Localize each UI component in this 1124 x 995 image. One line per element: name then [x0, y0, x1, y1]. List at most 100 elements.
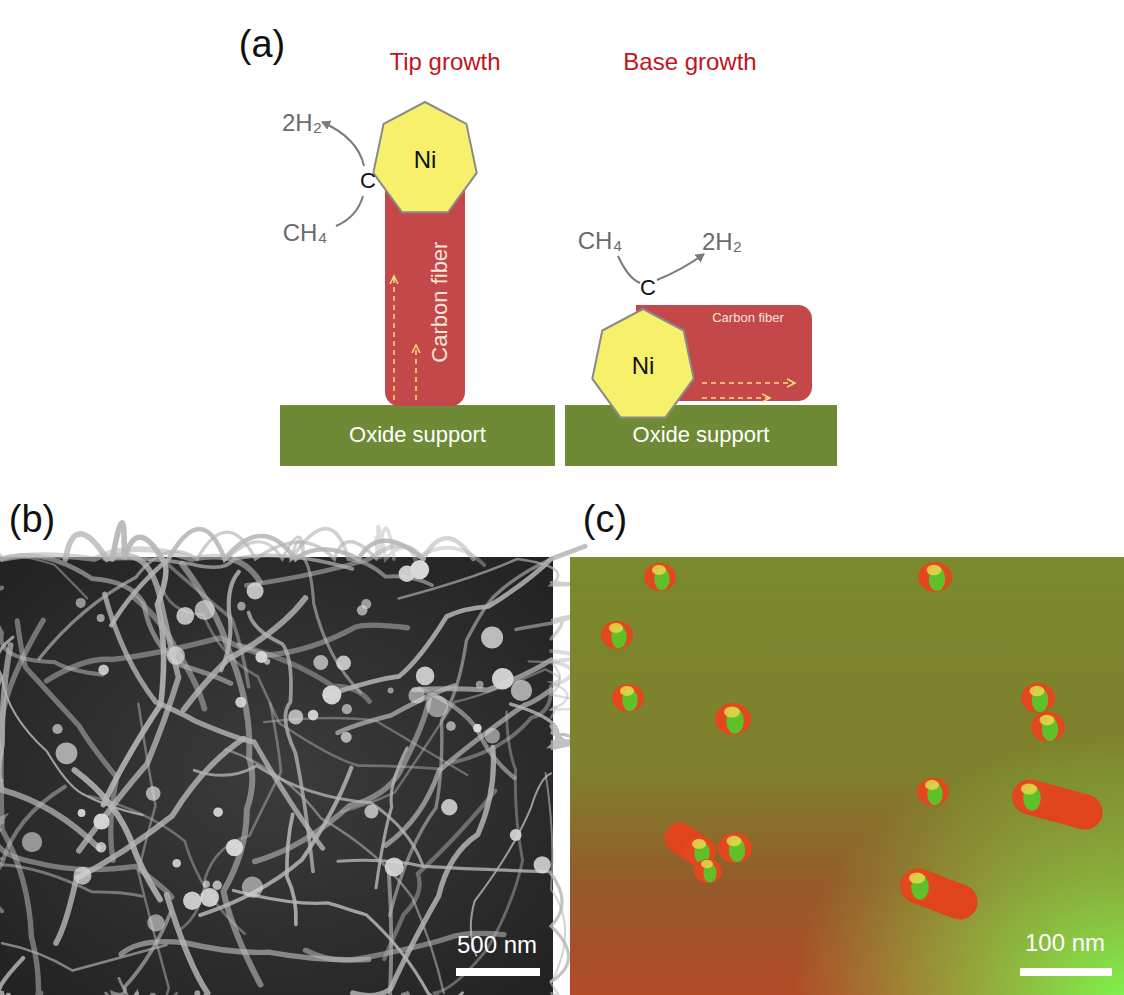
ni-particle: [446, 721, 456, 731]
carbon-fiber-strand: [0, 637, 13, 780]
carbon-fiber-strand: [376, 527, 484, 566]
ni-particle: [167, 647, 185, 665]
ni-particle: [441, 799, 457, 815]
ni-particle: [172, 859, 181, 868]
ni-particle-shell: [612, 684, 644, 712]
ni-particle: [98, 664, 109, 675]
ni-particle-highlight: [701, 860, 713, 868]
ni-particle-highlight: [1040, 715, 1055, 726]
ni-particle-highlight: [1030, 686, 1045, 697]
chemical-formula: 2H₂: [702, 229, 742, 255]
carbon-fiber-strand: [2, 943, 167, 970]
ni-particle-highlight: [1021, 783, 1037, 794]
ni-particle-shell: [601, 621, 633, 649]
ni-particle: [288, 709, 303, 724]
ni-particle: [492, 668, 514, 690]
sem-fibers: [0, 523, 589, 995]
carbon-fiber-strand: [326, 546, 586, 696]
panel-letter: (c): [583, 499, 627, 541]
ni-particle: [242, 877, 263, 898]
ni-particle: [342, 704, 352, 714]
ni-particle-highlight: [909, 872, 925, 883]
oxide-support: Oxide support: [565, 405, 837, 466]
carbon-fiber-strand: [47, 625, 408, 681]
corner-glow: [570, 557, 1124, 995]
ni-particle: [416, 667, 435, 686]
ni-particle: [176, 607, 194, 625]
ni-particle: [476, 681, 484, 689]
ni-particle: [426, 695, 448, 717]
ni-particle: [74, 867, 92, 885]
carbon-fiber-strand: [89, 796, 245, 934]
ni-particle: [361, 599, 371, 609]
ni-particle: [200, 888, 219, 907]
scale-label: 500 nm: [457, 932, 537, 958]
ni-particle: [255, 651, 267, 663]
carbon-fiber-strand: [341, 669, 567, 812]
carbon-fiber-strand: [389, 872, 413, 995]
ni-particle: [22, 832, 42, 852]
carbon-fiber-strand: [200, 768, 351, 915]
ni-particle-highlight: [692, 839, 706, 849]
ni-particle: [235, 697, 246, 708]
ni-particle: [226, 839, 243, 856]
carbon-fiber-strand: [66, 534, 179, 851]
chemical-formula: CH₄: [578, 228, 622, 254]
carbon-fiber-strand: [376, 748, 407, 888]
ni-particle: [364, 805, 378, 819]
ni-particle: [247, 582, 264, 599]
ni-particle: Ni: [370, 93, 480, 219]
ni-particle: [481, 627, 503, 649]
ni-particle-highlight: [620, 686, 634, 696]
scale-label: 100 nm: [1025, 930, 1105, 956]
ni-particle: [308, 710, 319, 721]
chemical-formula: C: [360, 169, 376, 193]
ni-particle: [78, 809, 86, 817]
carbon-fiber-strand: [103, 523, 166, 805]
carbon-fiber-strand: [471, 773, 551, 955]
ni-particle-shell: [1012, 780, 1048, 812]
ni-particle: [213, 807, 223, 817]
carbon-fiber-strand: [0, 645, 99, 848]
ni-particle-highlight: [925, 780, 939, 790]
ni-particle: [96, 842, 106, 852]
panel-letter: (a): [239, 24, 285, 66]
ni-particle: [203, 881, 210, 888]
ni-particle: [410, 560, 429, 579]
carbon-fiber-strand: [0, 588, 103, 675]
chemical-formula: 2H₂: [282, 110, 322, 136]
carbon-fiber-strand: [0, 829, 142, 896]
carbon-fiber-strand: [0, 958, 23, 995]
carbon-fiber-strand: [184, 598, 306, 710]
heptagon: [373, 102, 476, 212]
carbon-fiber-strand: [164, 591, 443, 769]
ni-particle: Ni: [589, 300, 697, 424]
reaction-arrow: [322, 122, 364, 166]
carbon-fiber-strand: [2, 679, 143, 816]
scale-bar: [1020, 968, 1112, 976]
ni-particle: [313, 655, 328, 670]
ni-particle: [510, 829, 522, 841]
carbon-fiber-strand: [104, 555, 352, 568]
carbon-fiber-strand: [516, 614, 579, 638]
ni-particle-shell: [1021, 683, 1055, 713]
carbon-fiber-strand: [399, 559, 577, 598]
carbon-fiber-strand: [386, 690, 551, 846]
ni-particle: [213, 881, 222, 890]
ni-particle-highlight: [927, 565, 942, 576]
ni-particle: [147, 914, 164, 931]
ni-particle: [52, 724, 62, 734]
sem-image: [0, 557, 553, 995]
node-label: Carbon fiber: [712, 311, 784, 325]
ni-particle: [76, 598, 86, 608]
ni-particle: [97, 614, 105, 622]
ni-particle-shell: [644, 563, 676, 591]
carbon-fiber-strand: [74, 770, 160, 899]
panel-letter: (b): [9, 499, 55, 541]
ni-particle-shell: [918, 562, 952, 592]
chemical-formula: CH₄: [283, 220, 327, 246]
ni-particle: [336, 656, 351, 671]
carbon-fiber-strand: [234, 891, 463, 995]
ni-particle-shell: [715, 703, 751, 735]
